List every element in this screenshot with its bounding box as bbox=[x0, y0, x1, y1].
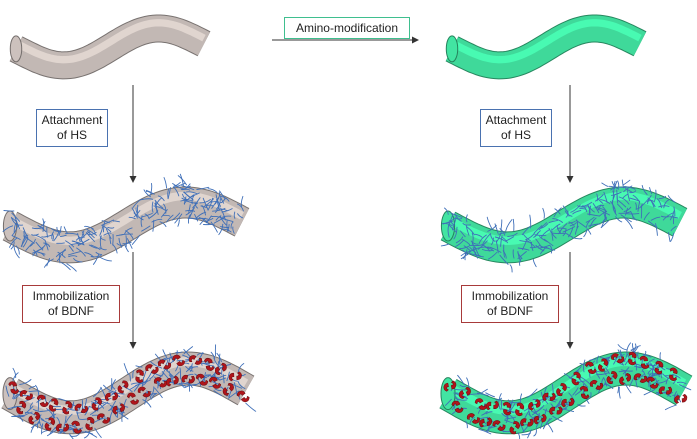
right-immobilization-text-2: of BDNF bbox=[486, 304, 533, 318]
amino-fiber bbox=[445, 14, 647, 80]
right-attachment-text-1: Attachment bbox=[485, 113, 547, 127]
plain-fiber bbox=[9, 14, 211, 80]
amino-fiber-bdnf bbox=[439, 342, 693, 439]
left-attachment-hs-label: Attachment of HS bbox=[36, 109, 108, 147]
plain-fiber-bdnf bbox=[1, 344, 257, 439]
left-attachment-text-2: of HS bbox=[56, 128, 87, 142]
right-attachment-hs-label: Attachment of HS bbox=[480, 109, 552, 147]
left-immobilization-text-2: of BDNF bbox=[47, 304, 94, 318]
amino-fiber-bdnf-bdnf bbox=[443, 351, 688, 435]
plain-fiber-hs bbox=[2, 173, 250, 272]
right-immobilization-text-1: Immobilization bbox=[471, 289, 549, 303]
left-immobilization-bdnf-label: Immobilization of BDNF bbox=[22, 285, 120, 323]
amino-fiber-hs-hs-strands bbox=[440, 179, 679, 273]
left-immobilization-text-1: Immobilization bbox=[32, 289, 110, 303]
right-attachment-text-2: of HS bbox=[500, 128, 531, 142]
amino-modification-label: Amino-modification bbox=[284, 17, 410, 39]
amino-fiber-hs bbox=[440, 179, 688, 273]
left-attachment-text-1: Attachment bbox=[41, 113, 103, 127]
plain-fiber-hs-hs-strands bbox=[2, 173, 244, 272]
right-immobilization-bdnf-label: Immobilization of BDNF bbox=[461, 285, 559, 323]
plain-fiber-bdnf-bdnf bbox=[8, 354, 250, 434]
amino-modification-text: Amino-modification bbox=[295, 20, 399, 35]
